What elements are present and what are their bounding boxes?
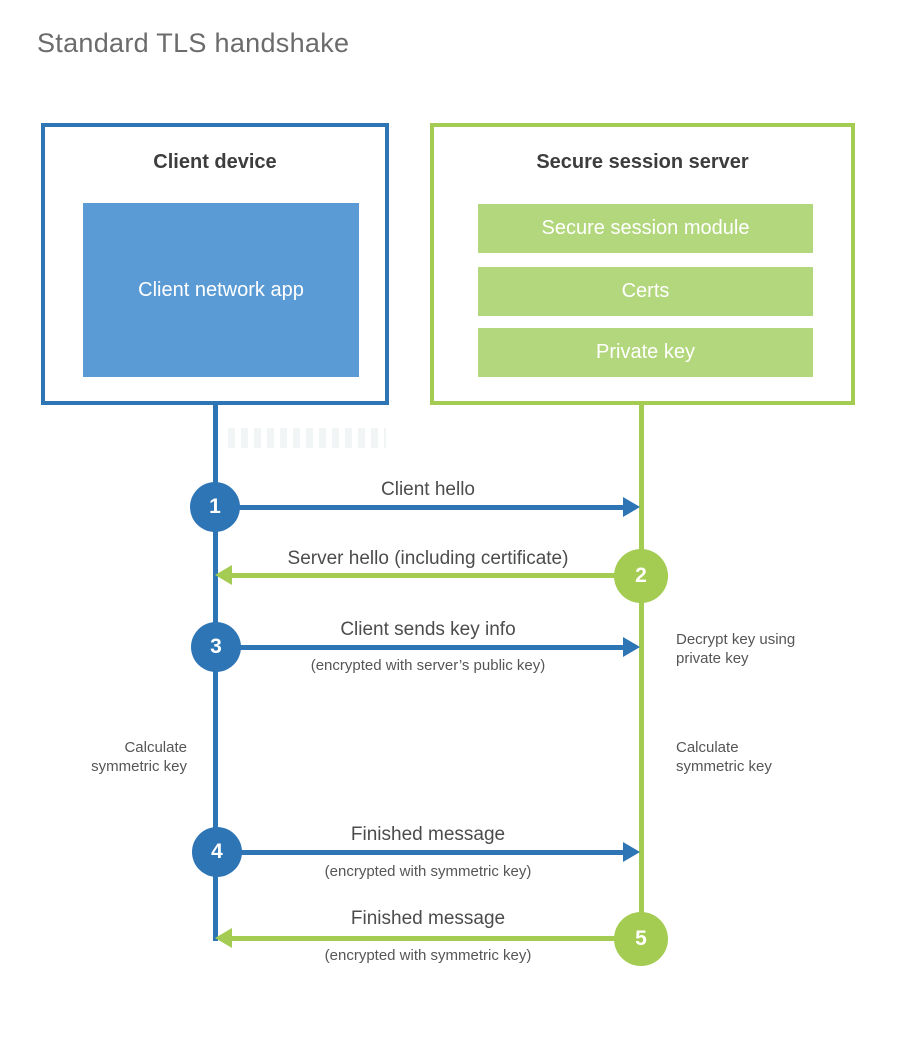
message-label-server-hello: Server hello (including certificate) (287, 548, 569, 569)
server-lifeline (639, 405, 644, 939)
arrow-server-hello (231, 573, 641, 578)
arrowhead-left-icon (215, 928, 232, 948)
client-network-app-box: Client network app (83, 203, 359, 377)
note-decrypt-key: Decrypt key using private key (676, 631, 796, 667)
step-circle-4: 4 (192, 827, 242, 877)
step-circle-3: 3 (191, 622, 241, 672)
message-label-client-key-info: Client sends key info (340, 619, 516, 640)
arrow-finished-client (217, 850, 625, 855)
arrow-client-key-info (216, 645, 625, 650)
step-circle-2: 2 (614, 549, 668, 603)
secure-session-server-heading: Secure session server (536, 151, 749, 173)
secure-session-server-box: Secure session server Secure session mod… (430, 123, 855, 405)
arrowhead-right-icon (623, 497, 640, 517)
note-calculate-symmetric-key-client: Calculate symmetric key (91, 739, 187, 775)
message-label-client-hello: Client hello (381, 479, 475, 500)
message-sublabel-encrypted-symmetric-key: (encrypted with symmetric key) (324, 947, 532, 964)
page-title: Standard TLS handshake (37, 28, 350, 58)
client-device-heading: Client device (153, 151, 277, 173)
client-lifeline (213, 405, 218, 941)
arrow-client-hello (215, 505, 625, 510)
ghost-watermark-marks (228, 428, 386, 448)
client-network-app-label: Client network app (138, 279, 304, 301)
step-circle-1: 1 (190, 482, 240, 532)
message-sublabel-encrypted-public-key: (encrypted with server’s public key) (310, 657, 546, 674)
note-calculate-symmetric-key-server: Calculate symmetric key (676, 739, 772, 775)
arrow-finished-server (231, 936, 641, 941)
message-sublabel-encrypted-symmetric-key: (encrypted with symmetric key) (324, 863, 532, 880)
arrowhead-right-icon (623, 842, 640, 862)
client-device-box: Client device Client network app (41, 123, 389, 405)
server-module-secure-session-module: Secure session module (478, 204, 813, 253)
step-circle-5: 5 (614, 912, 668, 966)
arrowhead-right-icon (623, 637, 640, 657)
message-label-finished-client: Finished message (350, 824, 506, 845)
server-module-certs: Certs (478, 267, 813, 316)
message-label-finished-server: Finished message (350, 908, 506, 929)
server-module-private-key: Private key (478, 328, 813, 377)
arrowhead-left-icon (215, 565, 232, 585)
